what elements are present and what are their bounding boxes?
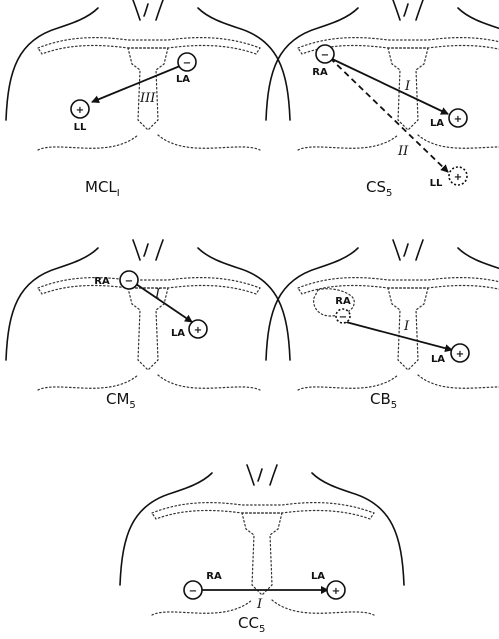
svg-text:+: + — [454, 172, 462, 183]
electrode-label-ra: RA — [335, 296, 351, 307]
positive-electrode: + — [71, 100, 89, 118]
positive-electrode: + — [327, 581, 345, 599]
svg-text:+: + — [194, 325, 202, 336]
svg-text:−: − — [339, 312, 347, 323]
electrode-label-ra: RA — [94, 276, 110, 287]
electrode-label-la: LA — [311, 571, 325, 582]
panel-title: MCLI — [85, 178, 120, 199]
positive-electrode-la: + — [449, 109, 467, 127]
electrode-label-la: LA — [171, 328, 185, 339]
svg-text:+: + — [456, 349, 464, 360]
electrode-label-la: LA — [430, 118, 444, 129]
lead-label: III — [139, 91, 156, 106]
electrode-label-la: LA — [176, 74, 190, 85]
lead-line-mcl1 — [92, 66, 180, 102]
lead-label: I — [403, 319, 410, 334]
panel-cm5: − RA + LA I CM5 — [6, 240, 290, 411]
negative-electrode: − — [120, 271, 138, 289]
negative-electrode: − — [184, 581, 202, 599]
positive-electrode: + — [189, 320, 207, 338]
lead-line-cs5-i — [330, 58, 448, 114]
panel-title: CC5 — [238, 614, 265, 635]
panel-cb5: − RA + LA I CB5 — [266, 240, 499, 411]
lead-line-cm5 — [136, 284, 192, 322]
svg-text:+: + — [76, 105, 84, 116]
lead-line-cb5 — [346, 322, 452, 350]
electrode-label-ra: RA — [312, 67, 328, 78]
positive-electrode-ll: + — [449, 167, 467, 185]
lead-label-i: I — [404, 79, 411, 94]
panel-cs5: − RA + LA + LL I II CS5 — [266, 0, 499, 199]
panel-title: CB5 — [370, 390, 397, 411]
positive-electrode: + — [451, 344, 469, 362]
svg-text:−: − — [321, 50, 329, 61]
svg-text:−: − — [125, 276, 133, 287]
svg-text:+: + — [332, 586, 340, 597]
panel-cc5: − RA + LA I CC5 — [120, 465, 404, 635]
lead-label: I — [154, 287, 161, 302]
panel-mcl1: − LA + LL III MCLI — [6, 0, 290, 199]
lead-label-ii: II — [397, 144, 409, 159]
negative-electrode: − — [316, 45, 334, 63]
lead-label: I — [256, 597, 263, 612]
electrode-label-la: LA — [431, 354, 445, 365]
electrode-label-ra: RA — [206, 571, 222, 582]
panel-title: CS5 — [366, 178, 392, 199]
negative-electrode: − — [178, 53, 196, 71]
electrode-label-ll: LL — [430, 178, 443, 189]
electrode-label-ll: LL — [74, 122, 87, 133]
negative-electrode: − — [336, 309, 350, 323]
svg-text:+: + — [454, 114, 462, 125]
panel-title: CM5 — [106, 390, 136, 411]
svg-text:−: − — [189, 586, 197, 597]
lead-line-cs5-ii — [330, 58, 448, 172]
svg-text:−: − — [183, 58, 191, 69]
